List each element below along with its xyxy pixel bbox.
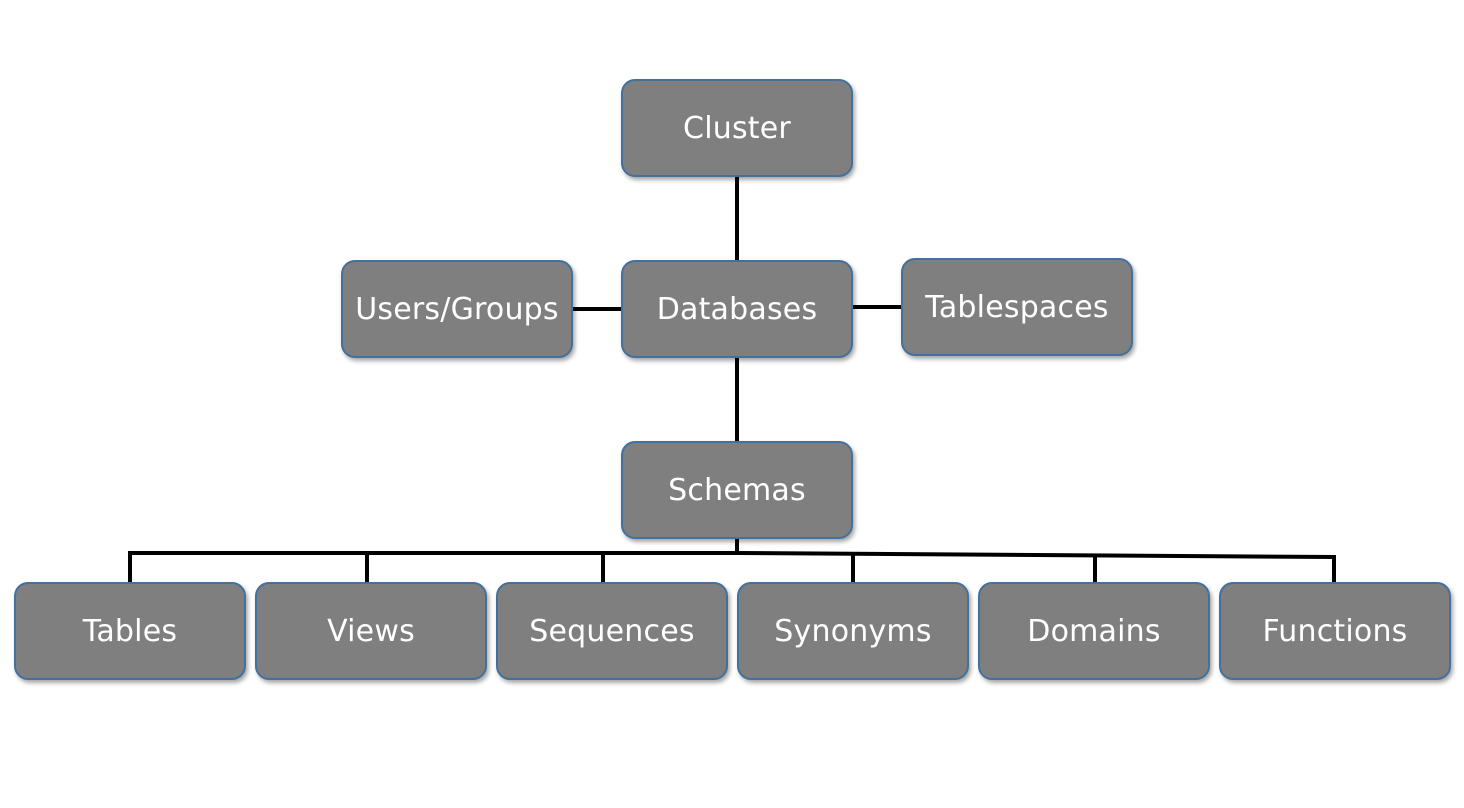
node-tablespaces: Tablespaces [901, 258, 1133, 356]
node-synonyms: Synonyms [737, 582, 969, 680]
node-tables: Tables [14, 582, 246, 680]
node-databases: Databases [621, 260, 853, 358]
edge-schemas-bus [128, 551, 1337, 560]
node-domains: Domains [978, 582, 1210, 680]
node-functions: Functions [1219, 582, 1451, 680]
node-sequences: Sequences [496, 582, 728, 680]
node-cluster: Cluster [621, 79, 853, 177]
node-schemas: Schemas [621, 441, 853, 539]
node-views: Views [255, 582, 487, 680]
node-users-groups: Users/Groups [341, 260, 573, 358]
